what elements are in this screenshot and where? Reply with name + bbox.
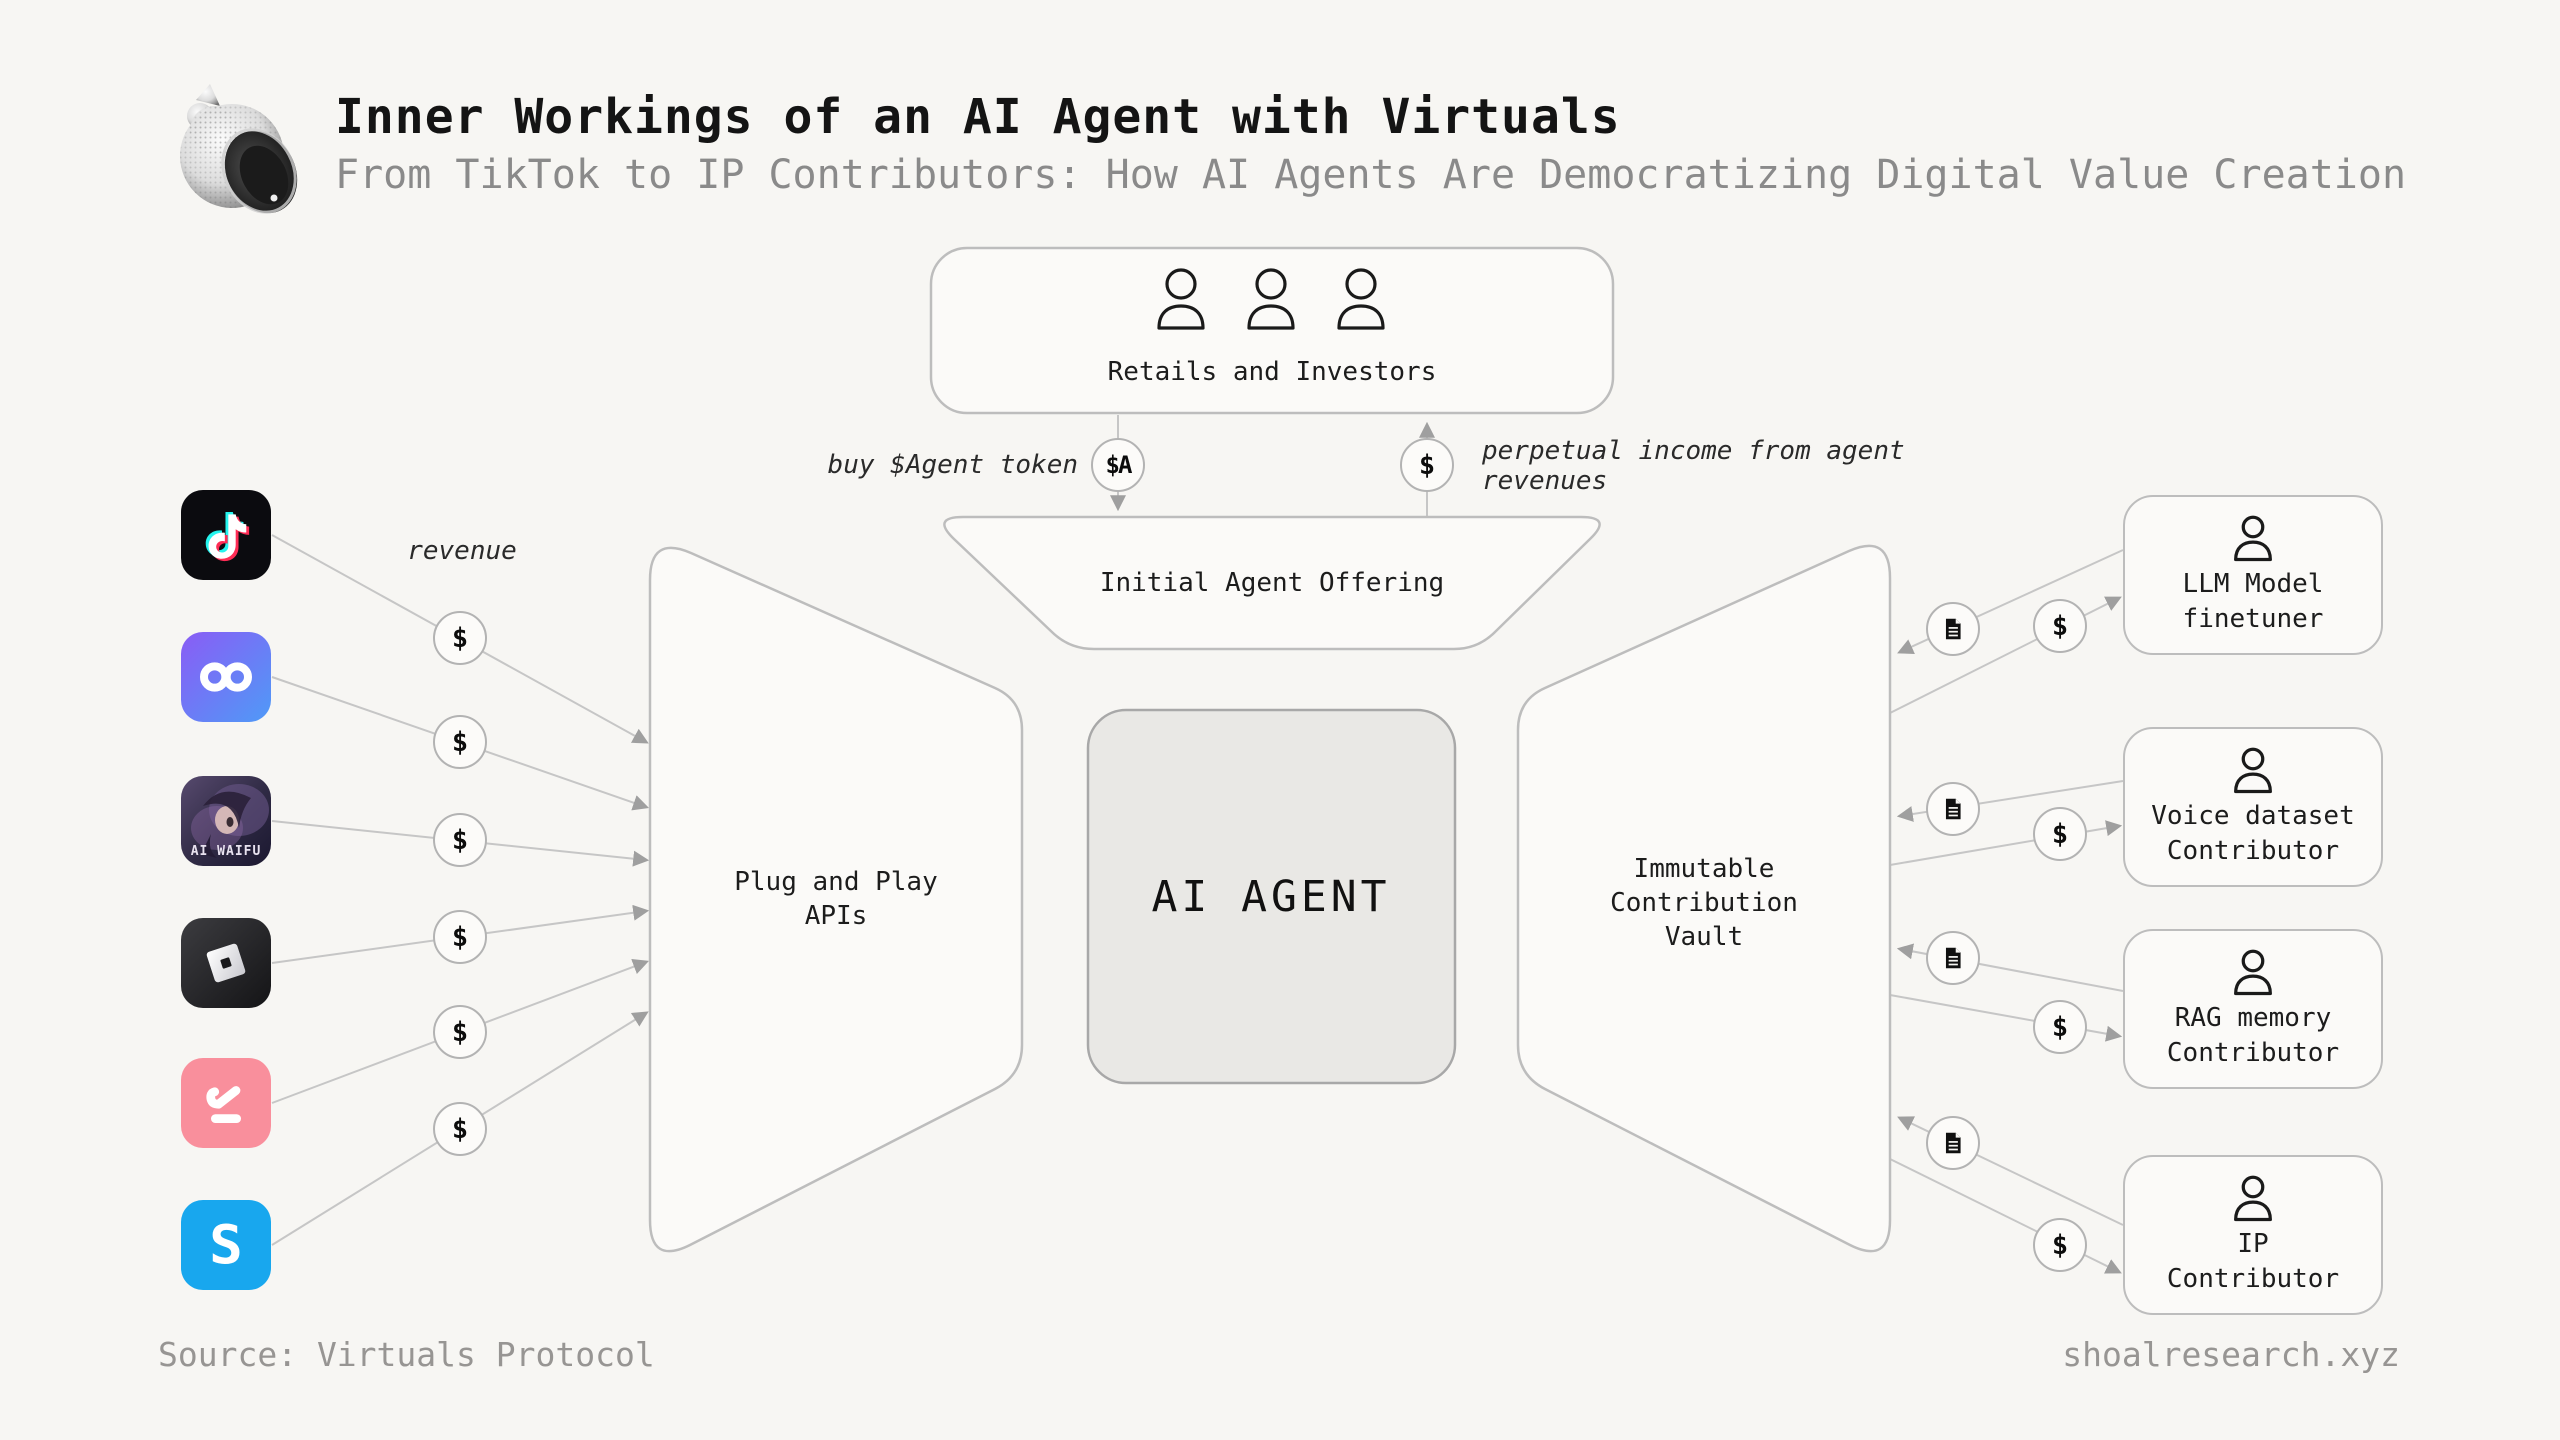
iao-label: Initial Agent Offering <box>1099 568 1445 598</box>
dollar-badge: $ <box>2033 1218 2087 1272</box>
plug-and-play-label: Plug and Play APIs <box>734 867 938 931</box>
plug-and-play-funnel <box>648 546 1024 1253</box>
site-credit: shoalresearch.xyz <box>2062 1335 2400 1374</box>
document-icon <box>1945 618 1961 640</box>
buy-token-label: buy $Agent token <box>827 450 1078 480</box>
page-subtitle: From TikTok to IP Contributors: How AI A… <box>335 152 2407 198</box>
person-icon <box>2234 747 2272 794</box>
contribution-vault-funnel <box>1516 544 1892 1253</box>
vault-label: Immutable Contribution Vault <box>1610 854 1798 952</box>
document-icon <box>1945 1132 1961 1154</box>
tiktok-app-icon <box>181 490 271 580</box>
retails-box <box>929 246 1615 415</box>
dollar-badge: $ <box>2033 807 2087 861</box>
contributor-card: IP Contributor <box>2123 1155 2383 1315</box>
roblox-tilted-square-icon <box>206 943 246 983</box>
dollar-badge: $ <box>433 1005 487 1059</box>
document-icon <box>1945 947 1961 969</box>
document-badge <box>1926 931 1980 985</box>
document-icon <box>1945 798 1961 820</box>
anime-art <box>191 784 269 858</box>
roblox-app-icon <box>181 918 271 1008</box>
contributor-card: RAG memory Contributor <box>2123 929 2383 1089</box>
ai-waifu-caption: AI WAIFU <box>190 844 262 859</box>
s-app-icon: S <box>181 1200 271 1290</box>
dollar-badge: $ <box>433 715 487 769</box>
users-icon <box>1157 268 1385 330</box>
perpetual-income-label: perpetual income from agent revenues <box>1482 436 1905 496</box>
shell-logo <box>180 84 298 214</box>
infinity-app-icon <box>181 632 271 722</box>
check-icon <box>206 1086 241 1123</box>
dollar-badge: $ <box>1400 438 1454 492</box>
infinity-icon <box>200 662 252 692</box>
ai-waifu-app-icon: AI WAIFU <box>181 776 271 866</box>
person-icon <box>2234 1175 2272 1222</box>
dollar-badge: $ <box>433 611 487 665</box>
contributor-card: Voice dataset Contributor <box>2123 727 2383 887</box>
dollar-badge: $ <box>433 910 487 964</box>
retails-label: Retails and Investors <box>1107 357 1437 387</box>
ai-agent-box <box>1086 708 1457 1085</box>
s-letter: S <box>209 1214 243 1276</box>
person-icon <box>2234 949 2272 996</box>
contributor-card: LLM Model finetuner <box>2123 495 2383 655</box>
iao-trapezoid <box>943 515 1601 651</box>
document-badge <box>1926 602 1980 656</box>
agent-token-badge: $A <box>1091 438 1145 492</box>
tiktok-note-icon <box>205 512 250 562</box>
dollar-badge: $ <box>2033 599 2087 653</box>
contribution-wires <box>1889 549 2124 1274</box>
document-badge <box>1926 1116 1980 1170</box>
page-title: Inner Workings of an AI Agent with Virtu… <box>335 89 1621 145</box>
token-wires <box>1110 415 1435 517</box>
ai-agent-label: AI AGENT <box>1151 872 1391 922</box>
source-credit: Source: Virtuals Protocol <box>158 1335 655 1374</box>
document-badge <box>1926 782 1980 836</box>
revenue-label: revenue <box>407 536 517 566</box>
dollar-badge: $ <box>433 1102 487 1156</box>
dollar-badge: $ <box>2033 1000 2087 1054</box>
dollar-badge: $ <box>433 813 487 867</box>
pink-check-app-icon <box>181 1058 271 1148</box>
person-icon <box>2234 515 2272 562</box>
